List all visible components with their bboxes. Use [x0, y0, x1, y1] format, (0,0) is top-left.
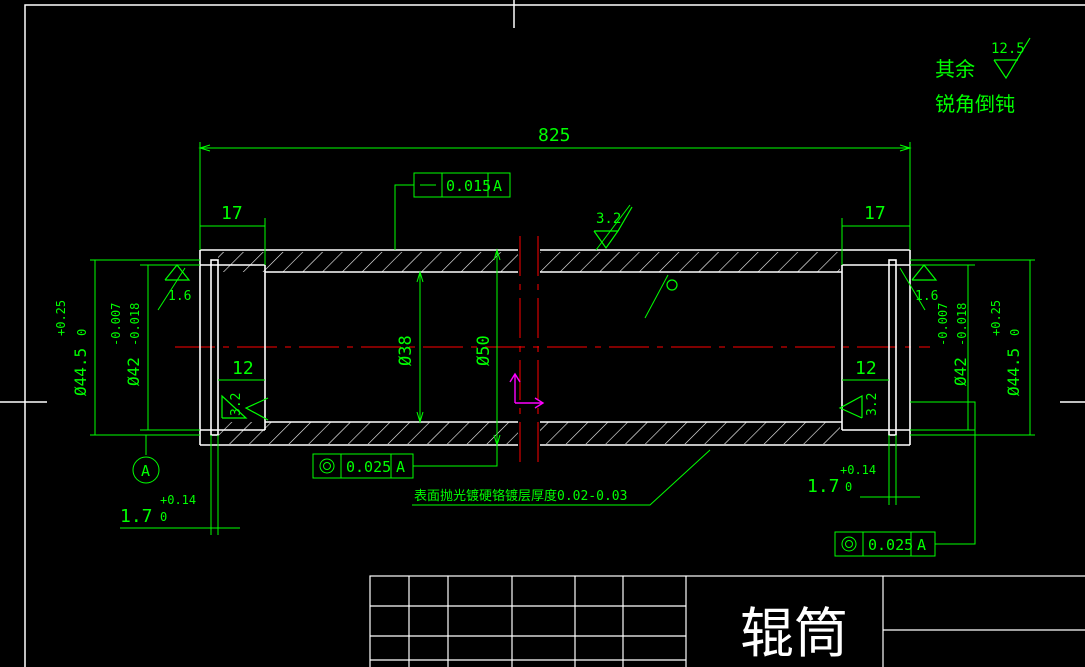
dim-right-shoulder: 17	[864, 203, 886, 224]
dim-right-outer-diameter: Ø44.5	[1004, 348, 1023, 396]
note-other-surfaces: 其余	[935, 57, 975, 81]
coax-left-value: 0.025	[346, 458, 391, 476]
dim-left-inner-step: 12	[232, 358, 254, 379]
tube-bottom-wall	[218, 422, 840, 444]
datum-a-symbol[interactable]	[132, 456, 160, 484]
roughness-right-face: 3.2	[865, 393, 880, 416]
coax-left-datum: A	[396, 458, 405, 476]
roughness-symbols	[164, 37, 1031, 421]
coaxiality-left-frame[interactable]	[312, 453, 414, 479]
dim-right-groove-tol-upper: +0.14	[840, 463, 876, 477]
dim-left-groove-tol-upper: +0.14	[160, 493, 196, 507]
datum-a-label: A	[141, 462, 150, 480]
dim-right-outer-tol-upper: +0.25	[989, 300, 1003, 336]
dim-right-groove: 1.7	[807, 476, 840, 497]
straightness-frame[interactable]	[413, 172, 511, 198]
dim-overall-length: 825	[538, 125, 571, 146]
roughness-general: 12.5	[991, 41, 1025, 57]
dim-right-groove-tol-lower: 0	[845, 480, 852, 494]
roughness-left-face: 3.2	[229, 393, 244, 416]
dim-left-fit-diameter: Ø42	[124, 357, 143, 386]
roughness-outer-surface: 3.2	[596, 211, 621, 227]
dim-left-groove-tol-lower: 0	[160, 510, 167, 524]
dimension-lines	[90, 142, 1035, 545]
title-block	[369, 575, 1085, 667]
part-name: 辊筒	[740, 602, 848, 665]
roughness-left-bore: 1.6	[168, 289, 191, 304]
dim-right-fit-diameter: Ø42	[951, 357, 970, 386]
note-chamfer: 锐角倒钝	[935, 92, 1015, 116]
tube-outline	[199, 249, 911, 446]
dim-right-fit-tol-upper: -0.007	[936, 303, 950, 346]
roughness-right-bore: 1.6	[915, 289, 938, 304]
dim-inner-diameter: Ø38	[396, 335, 416, 366]
dim-outer-diameter: Ø50	[474, 335, 494, 366]
coaxiality-right-frame[interactable]	[834, 531, 936, 557]
centerlines	[175, 236, 930, 464]
coax-right-datum: A	[917, 536, 926, 554]
ucs-icon	[509, 372, 545, 409]
dim-right-fit-tol-lower: -0.018	[955, 303, 969, 346]
dim-left-fit-tol-lower: -0.018	[128, 303, 142, 346]
straightness-value: 0.015	[446, 177, 491, 195]
dim-left-outer-diameter: Ø44.5	[71, 348, 90, 396]
dim-left-groove: 1.7	[120, 506, 153, 527]
dim-left-outer-tol-lower: 0	[75, 329, 89, 336]
dim-left-fit-tol-upper: -0.007	[109, 303, 123, 346]
straightness-datum: A	[493, 177, 502, 195]
dim-right-inner-step: 12	[855, 358, 877, 379]
dim-left-outer-tol-upper: +0.25	[54, 300, 68, 336]
coax-right-value: 0.025	[868, 536, 913, 554]
surface-treatment-note: 表面抛光镀硬铬镀层厚度0.02-0.03	[414, 488, 627, 504]
dim-right-outer-tol-lower: 0	[1008, 329, 1022, 336]
drawing-text: 其余 12.5 锐角倒钝 825 17 17 12 12 Ø38 Ø50 Ø44…	[54, 41, 1025, 665]
tube-top-wall	[218, 252, 840, 272]
dim-left-shoulder: 17	[221, 203, 243, 224]
